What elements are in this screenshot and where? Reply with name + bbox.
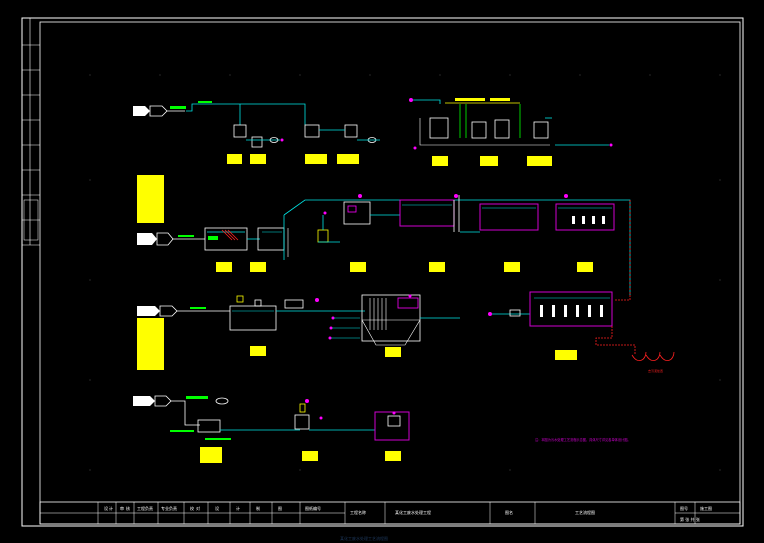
filter-tank: [529, 291, 613, 327]
tag-row4-a: [200, 447, 222, 463]
legend-box-2: [137, 318, 164, 370]
tb-drawing-label: 图名: [505, 509, 513, 515]
tb-cell-8: 设: [215, 505, 219, 511]
tag-top-b: [480, 156, 498, 166]
row2-main-treatment: [137, 175, 631, 295]
tag-row1-a: [227, 154, 242, 164]
legend-box-1: [137, 175, 164, 223]
tb-project-name: 某化工废水处理工程: [395, 509, 431, 515]
row1-chemical-dosing: [133, 101, 380, 164]
tb-drawing-title: 工艺流程图: [575, 509, 595, 515]
chlorine-tank-2: [471, 121, 487, 139]
tb-cell-9: 计: [236, 505, 240, 511]
tag-row1-b: [250, 154, 266, 164]
chlorine-tank-3: [494, 119, 510, 139]
tag-row2-c: [350, 262, 366, 272]
row4-lower-line: [133, 395, 410, 463]
grid-dots: [89, 74, 721, 471]
anoxic-tank: [399, 199, 455, 227]
tb-cell-4: 工程负责: [137, 505, 153, 511]
dosing-tank-4: [344, 124, 358, 138]
tag-top-c: [527, 156, 552, 166]
reaction-tank: [343, 201, 371, 225]
chlorine-tank-4: [533, 121, 549, 139]
row3-inlet-arrow: [137, 306, 160, 316]
dosing-tank-3: [304, 124, 320, 138]
chlorine-tank-1: [429, 117, 449, 139]
tag-row2-d: [429, 262, 445, 272]
tb-cell-12: 图纸编号: [305, 505, 321, 511]
tag-row2-e: [504, 262, 520, 272]
left-strip-cells: [22, 44, 40, 246]
tb-right-bottom: 第 张 共 张: [680, 516, 700, 522]
row3-pump-set: [284, 299, 304, 309]
tag-row4-b: [302, 451, 318, 461]
tag-row2-a: [216, 262, 232, 272]
dosing-tank-1: [233, 124, 247, 138]
mbr-membranes: [572, 216, 605, 224]
row4-sludge-tank: [374, 411, 410, 441]
tb-cell-7: 对: [196, 505, 200, 511]
row4-tank-b: [294, 414, 310, 430]
collection-tank: [229, 305, 277, 331]
tag-row2-b: [250, 262, 266, 272]
tb-cell-11: 图: [278, 505, 282, 511]
tag-row1-c: [305, 154, 327, 164]
row4-pump-station: [197, 419, 221, 433]
aerobic-tank: [479, 203, 539, 231]
inner-frame: [39, 21, 741, 525]
outer-frame: [21, 17, 744, 527]
disinfection-unit: [409, 98, 613, 166]
tb-cell-5: 专业负责: [161, 505, 177, 511]
dosing-tank-2: [251, 136, 263, 148]
left-strip-stamp: [23, 199, 39, 241]
filter-media: [540, 305, 603, 317]
tag-row3-c: [555, 350, 577, 360]
tag-top-a: [432, 156, 448, 166]
row1-inlet-arrow: [133, 106, 150, 116]
lift-pump-set: [317, 229, 329, 243]
tb-cell-2: 审: [120, 505, 124, 511]
mbr-tank: [555, 203, 615, 231]
row2-inlet-arrow: [137, 233, 157, 245]
sludge-label: 去污泥处置: [648, 368, 663, 373]
tag-row4-c: [385, 451, 401, 461]
regulating-tank: [257, 227, 285, 251]
disinfection-outlet-valve: [609, 143, 613, 147]
bottom-caption: 某化工废水处理工艺流程图: [340, 535, 388, 541]
tb-right-top-value: 施工图: [700, 505, 712, 511]
sludge-line: 去污泥处置: [595, 200, 675, 373]
tb-cell-6: 校: [190, 505, 194, 511]
tag-row2-f: [577, 262, 593, 272]
tb-project-label: 工程名称: [350, 509, 366, 515]
row4-inlet-arrow: [133, 396, 155, 406]
drawing-note: 注：本图为污水处理工艺流程示意图，具体尺寸详见各单体设计图。: [535, 437, 631, 442]
tag-row3-a: [250, 346, 266, 356]
tb-right-top: 图号: [680, 505, 688, 511]
tb-cell-3: 核: [126, 505, 130, 511]
tag-row3-b: [385, 347, 401, 357]
tb-cell-0: 设: [104, 505, 108, 511]
tag-row1-d: [337, 154, 359, 164]
dosing-pump-1: [269, 137, 279, 143]
tb-cell-1: 计: [109, 505, 113, 511]
title-block: 设 计 审 核 工程负责 专业负责 校 对 设 计 制 图 图纸编号 工程名称 …: [39, 501, 741, 525]
row3-secondary-line: [137, 291, 613, 370]
disinfection-inlet-valve: [409, 98, 413, 102]
tb-cell-10: 制: [256, 505, 260, 511]
